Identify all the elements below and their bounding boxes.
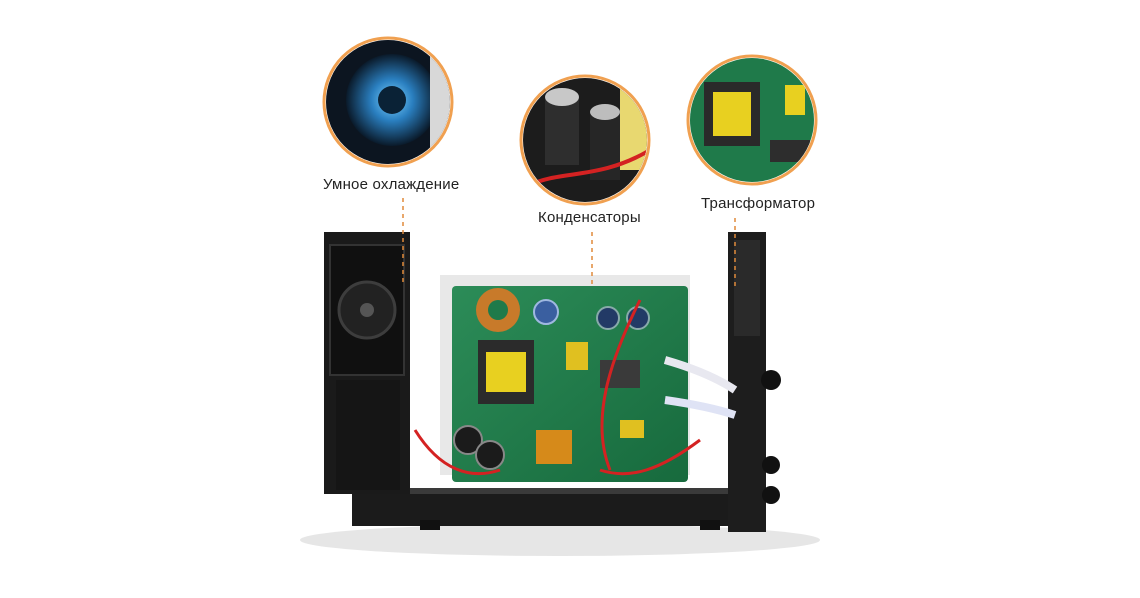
floor-shadow — [300, 524, 820, 556]
circuit-board — [413, 275, 738, 482]
callout-transformer — [686, 54, 818, 186]
callout-fan — [322, 36, 454, 168]
cooling-label: Умное охлаждение — [323, 176, 460, 193]
callout-capacitors — [519, 74, 651, 206]
chassis — [324, 232, 781, 532]
transformer-label: Трансформатор — [701, 195, 816, 212]
capacitors-label: Конденсаторы — [538, 209, 641, 226]
